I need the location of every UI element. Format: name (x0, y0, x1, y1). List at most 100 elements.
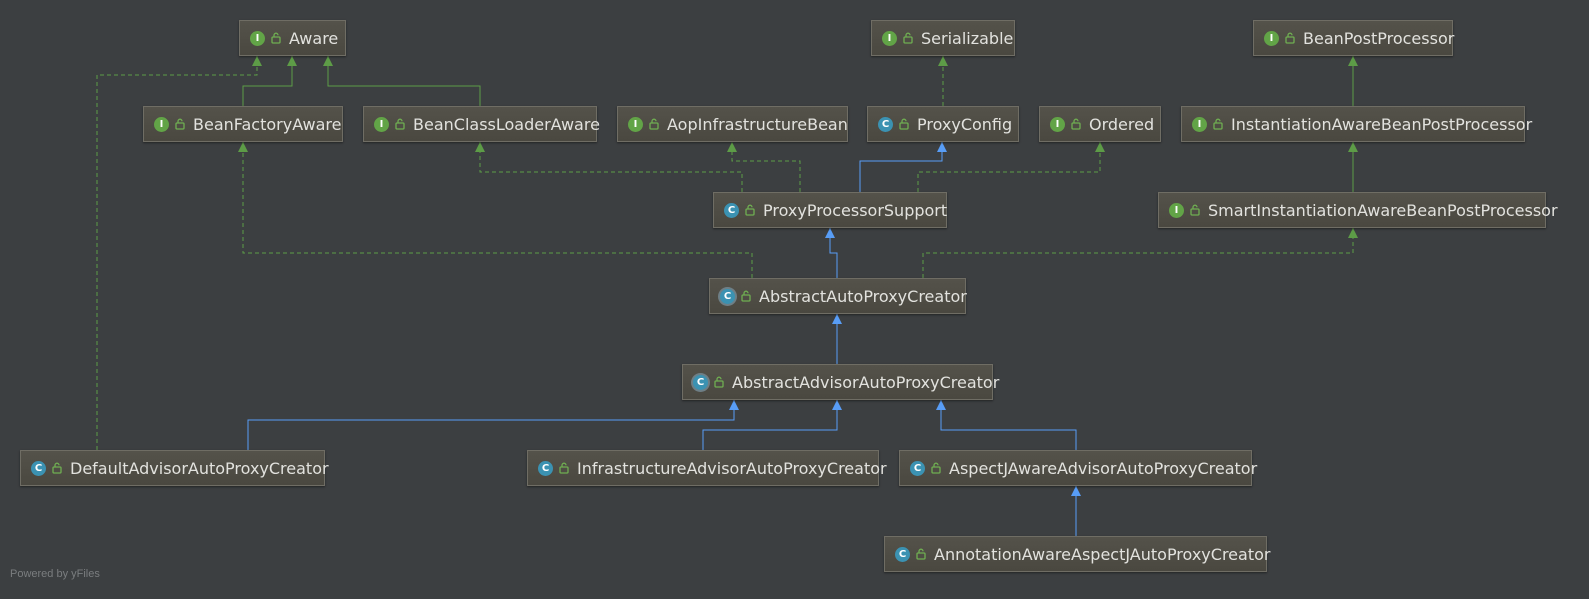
interface-badge-icon: I (1169, 202, 1184, 218)
interface-badge-icon: I (1192, 116, 1207, 132)
yfiles-watermark: Powered by yFiles (10, 568, 100, 580)
public-visibility-icon (931, 462, 941, 474)
class-badge-icon: C (910, 460, 925, 476)
interface-badge-icon: I (882, 30, 897, 46)
edge-DefaultAdvisorAutoProxyCreator-to-AbstractAdvisorAutoProxyCreator (247, 400, 735, 450)
arrowhead-AbstractAutoProxyCreator-to-ProxyProcessorSupport (825, 228, 835, 238)
public-visibility-icon (1071, 118, 1081, 130)
node-AspectJAwareAdvisorAutoProxyCreator[interactable]: C AspectJAwareAdvisorAutoProxyCreator (899, 450, 1257, 486)
node-label: Aware (289, 28, 339, 48)
edge-AbstractAutoProxyCreator-to-SmartInstantiationAwareBeanPostProcessor (922, 228, 1354, 278)
arrowhead-AbstractAdvisorAutoProxyCreator-to-AbstractAutoProxyCreator (832, 314, 842, 324)
interface-badge-icon: I (628, 116, 643, 132)
node-label: InfrastructureAdvisorAutoProxyCreator (577, 458, 887, 478)
arrowhead-BeanFactoryAware-to-Aware (287, 56, 297, 66)
abstract-class-badge-icon: C (720, 288, 735, 304)
interface-badge-icon: I (250, 30, 265, 46)
arrowhead-ProxyProcessorSupport-to-ProxyConfig (937, 142, 947, 152)
node-label: AopInfrastructureBean (667, 114, 848, 134)
abstract-class-badge-icon: C (693, 374, 708, 390)
node-AopInfrastructureBean[interactable]: I AopInfrastructureBean (617, 106, 848, 142)
class-badge-icon: C (895, 546, 910, 562)
class-badge-icon: C (724, 202, 739, 218)
public-visibility-icon (271, 32, 281, 44)
edge-BeanFactoryAware-to-Aware (242, 56, 293, 106)
public-visibility-icon (1285, 32, 1295, 44)
edge-BeanClassLoaderAware-to-Aware (327, 56, 481, 106)
public-visibility-icon (1190, 204, 1200, 216)
arrowhead-InfrastructureAdvisorAutoProxyCreator-to-AbstractAdvisorAutoProxyCreator (832, 400, 842, 410)
edge-AspectJAwareAdvisorAutoProxyCreator-to-AbstractAdvisorAutoProxyCreator (940, 400, 1077, 450)
edge-ProxyProcessorSupport-to-ProxyConfig (859, 142, 943, 192)
interface-badge-icon: I (1264, 30, 1279, 46)
node-label: AbstractAdvisorAutoProxyCreator (732, 372, 1000, 392)
node-InfrastructureAdvisorAutoProxyCreator[interactable]: C InfrastructureAdvisorAutoProxyCreator (527, 450, 887, 486)
edge-ProxyProcessorSupport-to-Ordered (917, 142, 1101, 192)
edge-AbstractAutoProxyCreator-to-ProxyProcessorSupport (829, 228, 838, 278)
interface-badge-icon: I (374, 116, 389, 132)
arrowhead-AbstractAutoProxyCreator-to-BeanFactoryAware (238, 142, 248, 152)
class-badge-icon: C (538, 460, 553, 476)
arrowhead-ProxyConfig-to-Serializable (938, 56, 948, 66)
edge-DefaultAdvisorAutoProxyCreator-to-Aware (96, 56, 258, 450)
node-AbstractAdvisorAutoProxyCreator[interactable]: C AbstractAdvisorAutoProxyCreator (682, 364, 999, 400)
node-label: AspectJAwareAdvisorAutoProxyCreator (949, 458, 1258, 478)
public-visibility-icon (1213, 118, 1223, 130)
arrowhead-DefaultAdvisorAutoProxyCreator-to-Aware (252, 56, 262, 66)
edge-AbstractAutoProxyCreator-to-BeanFactoryAware (242, 142, 753, 278)
arrowhead-DefaultAdvisorAutoProxyCreator-to-AbstractAdvisorAutoProxyCreator (729, 400, 739, 410)
node-label: InstantiationAwareBeanPostProcessor (1231, 114, 1533, 134)
node-label: BeanClassLoaderAware (413, 114, 600, 134)
public-visibility-icon (52, 462, 62, 474)
node-SmartInstantiationAwareBeanPostProcessor[interactable]: I SmartInstantiationAwareBeanPostProcesso… (1158, 192, 1558, 228)
node-label: BeanFactoryAware (193, 114, 342, 134)
node-AnnotationAwareAspectJAutoProxyCreator[interactable]: C AnnotationAwareAspectJAutoProxyCreator (884, 536, 1271, 572)
arrowhead-AspectJAwareAdvisorAutoProxyCreator-to-AbstractAdvisorAutoProxyCreator (936, 400, 946, 410)
node-BeanPostProcessor[interactable]: I BeanPostProcessor (1253, 20, 1455, 56)
arrowhead-ProxyProcessorSupport-to-Ordered (1095, 142, 1105, 152)
class-badge-icon: C (878, 116, 893, 132)
node-label: ProxyConfig (917, 114, 1013, 134)
arrowhead-ProxyProcessorSupport-to-BeanClassLoaderAware (475, 142, 485, 152)
node-label: DefaultAdvisorAutoProxyCreator (70, 458, 329, 478)
node-label: Serializable (921, 28, 1014, 48)
node-label: AbstractAutoProxyCreator (759, 286, 967, 306)
arrowhead-AbstractAutoProxyCreator-to-SmartInstantiationAwareBeanPostProcessor (1348, 228, 1358, 238)
public-visibility-icon (899, 118, 909, 130)
public-visibility-icon (395, 118, 405, 130)
node-ProxyConfig[interactable]: C ProxyConfig (867, 106, 1019, 142)
node-DefaultAdvisorAutoProxyCreator[interactable]: C DefaultAdvisorAutoProxyCreator (20, 450, 329, 486)
public-visibility-icon (175, 118, 185, 130)
public-visibility-icon (741, 290, 751, 302)
public-visibility-icon (714, 376, 724, 388)
node-AbstractAutoProxyCreator[interactable]: C AbstractAutoProxyCreator (709, 278, 967, 314)
interface-badge-icon: I (154, 116, 169, 132)
edge-InfrastructureAdvisorAutoProxyCreator-to-AbstractAdvisorAutoProxyCreator (702, 400, 838, 450)
arrowhead-AnnotationAwareAspectJAutoProxyCreator-to-AspectJAwareAdvisorAutoProxyCreator (1071, 486, 1081, 496)
node-label: AnnotationAwareAspectJAutoProxyCreator (934, 544, 1271, 564)
node-label: ProxyProcessorSupport (763, 200, 948, 220)
arrowhead-ProxyProcessorSupport-to-AopInfrastructureBean (727, 142, 737, 152)
arrowhead-SmartInstantiationAwareBeanPostProcessor-to-InstantiationAwareBeanPostProcessor (1348, 142, 1358, 152)
node-BeanClassLoaderAware[interactable]: I BeanClassLoaderAware (363, 106, 600, 142)
node-label: BeanPostProcessor (1303, 28, 1455, 48)
node-Serializable[interactable]: I Serializable (871, 20, 1015, 56)
arrowhead-BeanClassLoaderAware-to-Aware (323, 56, 333, 66)
public-visibility-icon (559, 462, 569, 474)
public-visibility-icon (903, 32, 913, 44)
node-Aware[interactable]: I Aware (239, 20, 346, 56)
class-badge-icon: C (31, 460, 46, 476)
node-BeanFactoryAware[interactable]: I BeanFactoryAware (143, 106, 343, 142)
node-InstantiationAwareBeanPostProcessor[interactable]: I InstantiationAwareBeanPostProcessor (1181, 106, 1532, 142)
node-Ordered[interactable]: I Ordered (1039, 106, 1161, 142)
edge-ProxyProcessorSupport-to-BeanClassLoaderAware (479, 142, 743, 192)
arrowhead-InstantiationAwareBeanPostProcessor-to-BeanPostProcessor (1348, 56, 1358, 66)
public-visibility-icon (649, 118, 659, 130)
interface-badge-icon: I (1050, 116, 1065, 132)
node-ProxyProcessorSupport[interactable]: C ProxyProcessorSupport (713, 192, 947, 228)
node-label: SmartInstantiationAwareBeanPostProcessor (1208, 200, 1558, 220)
node-label: Ordered (1089, 114, 1155, 134)
public-visibility-icon (745, 204, 755, 216)
